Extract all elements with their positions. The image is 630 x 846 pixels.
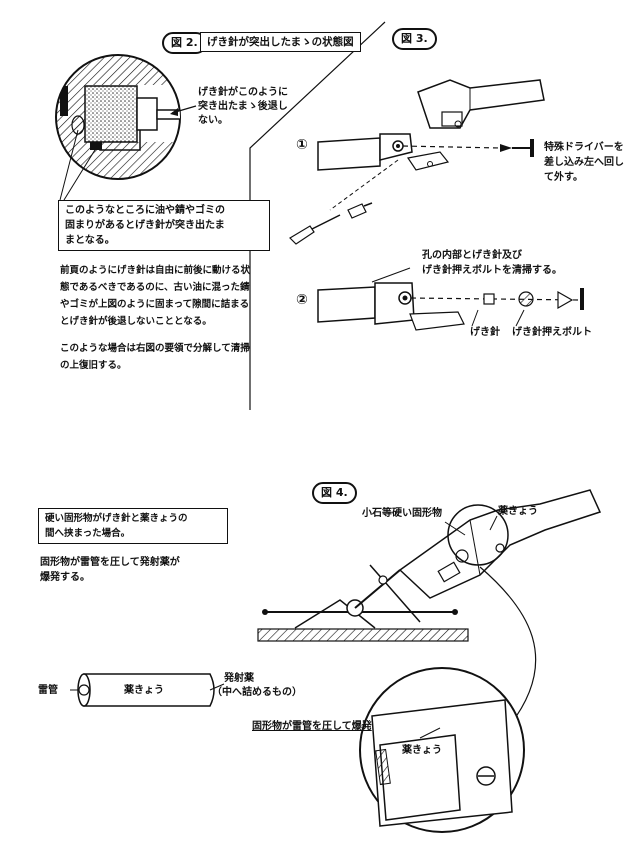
- fig3-step1-text: 特殊ドライバーを 差し込み左へ回し て外す。: [544, 142, 624, 183]
- fig4-label-propellant-note: （中へ詰めるもの）: [212, 687, 302, 698]
- fig4-mortar-drawing: [257, 489, 602, 726]
- fig3-step2-drawing: [317, 267, 584, 331]
- fig3-part-pin: げき針: [470, 327, 500, 338]
- fig4-label-primer: 雷管: [38, 685, 58, 696]
- fig3-step2-text: 孔の内部とげき針及び げき針押えボルトを清掃する。: [422, 250, 562, 276]
- fig4-label-cartridge-detail: 薬きょう: [402, 745, 442, 756]
- fig4-cartridge-drawing: [70, 673, 225, 707]
- section-divider: [249, 21, 386, 410]
- fig3-step1-drawing: [289, 133, 534, 245]
- fig2-caption: このようなところに油や錆やゴミの 固まりがあるとげき針が突き出たま まとなる。: [58, 200, 270, 251]
- fig3-barrel-top: [417, 79, 545, 129]
- fig3-part-bolt: げき針押えボルト: [512, 327, 592, 338]
- fig2-callout: げき針がこのように 突き出たまゝ後退し ない。: [198, 87, 288, 126]
- fig4-label-propellant: 発射薬: [224, 673, 254, 684]
- fig2-label: 図 2.: [162, 32, 207, 54]
- fig4-label-cartridge: 薬きょう: [124, 685, 164, 696]
- fig2-title: げき針が突出したまゝの状態図: [200, 32, 361, 52]
- fig3-step1-marker: ①: [296, 137, 308, 153]
- fig4-label: 図 4.: [312, 482, 357, 504]
- fig2-magnified-section: [55, 54, 197, 201]
- fig4-label-stone: 小石等硬い固形物: [362, 508, 442, 519]
- explanation-para2: このような場合は右図の要領で分解して清掃 の上復旧する。: [60, 343, 250, 371]
- fig4-label-cartridge-top: 薬きょう: [498, 506, 538, 517]
- fig4-label-detail: 固形物が雷管を圧して爆発: [252, 721, 372, 732]
- explanation-para1: 前頁のようにげき針は自由に前後に動ける状 態であるべきであるのに、古い油に混った…: [60, 265, 251, 327]
- fig3-label: 図 3.: [392, 28, 437, 50]
- fig3-step2-marker: ②: [296, 292, 308, 308]
- fig4-box: 硬い固形物がげき針と薬きょうの 間へ挟まった場合。: [38, 508, 228, 544]
- fig4-note: 固形物が雷管を圧して発射薬が 爆発する。: [40, 557, 180, 583]
- fig4-detail-circle: [359, 667, 525, 833]
